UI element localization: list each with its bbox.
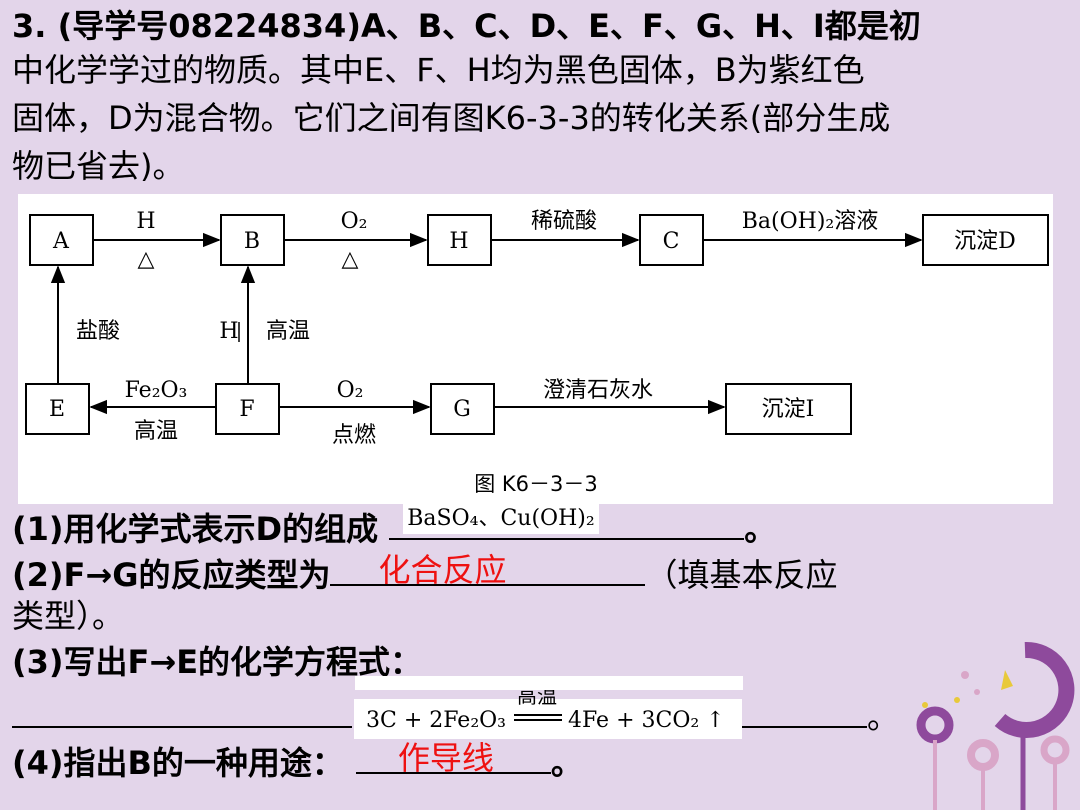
label-f-g-bottom: 点燃 [332, 423, 376, 448]
diagram-svg: A B H C 沉淀D E F G 沉淀I H △ O₂ △ 稀硫酸 Ba(OH… [25, 209, 1049, 496]
q3-equation-bg-top [355, 676, 743, 690]
q1-line: (1)用化学式表示D的组成 BaSO₄、Cu(OH)₂ 。 [12, 502, 776, 551]
node-e: E [49, 397, 65, 422]
node-g: G [453, 397, 471, 422]
q1-answer-blank: BaSO₄、Cu(OH)₂ [389, 502, 745, 540]
node-h: H [449, 229, 468, 254]
q3-blank-right [742, 690, 867, 728]
q4-answer-blank: 作导线 [355, 736, 551, 777]
q1-answer: BaSO₄、Cu(OH)₂ [403, 504, 599, 534]
label-f-b-left: H [219, 319, 238, 344]
label-f-e-bottom: 高温 [134, 419, 178, 444]
q3-eq-right: 4Fe + 3CO₂ ↑ [568, 708, 725, 733]
question-line-4: 物已省去)。 [12, 147, 185, 185]
q2-prefix: (2)F→G的反应类型为 [12, 556, 331, 594]
label-e-a-side: 盐酸 [76, 319, 120, 344]
label-b-h-top: O₂ [341, 209, 368, 234]
q3-eq-bar-2 [514, 719, 562, 721]
q2-line-2: 类型）。 [12, 597, 125, 635]
conversion-diagram: A B H C 沉淀D E F G 沉淀I H △ O₂ △ 稀硫酸 Ba(OH… [18, 194, 1053, 504]
node-i-box [725, 383, 852, 435]
label-f-e-top: Fe₂O₃ [125, 378, 188, 403]
label-f-g-top: O₂ [337, 378, 364, 403]
q3-equation: 3C + 2Fe₂O₃ 高温 4Fe + 3CO₂ ↑ [354, 685, 742, 739]
node-c: C [663, 229, 680, 254]
q3-suffix: 。 [867, 698, 900, 736]
label-a-b-bottom: △ [138, 247, 155, 272]
label-b-h-bottom: △ [342, 247, 359, 272]
q3-eq-condition: 高温 [517, 684, 557, 708]
q1-prefix: (1)用化学式表示D的组成 [12, 510, 390, 548]
q3-blank-left [12, 690, 352, 728]
q4-suffix: 。 [550, 744, 583, 782]
q4-prefix: (4)指出B的一种用途： [12, 744, 344, 782]
q2-answer: 化合反应 [378, 551, 507, 589]
q4-line: (4)指出B的一种用途： 作导线 。 [12, 736, 583, 785]
node-a: A [52, 229, 70, 254]
q1-suffix: 。 [744, 510, 777, 548]
node-g-box [430, 383, 495, 435]
question-line-3: 固体，D为混合物。它们之间有图K6-3-3的转化关系(部分生成 [12, 99, 891, 137]
node-i: 沉淀I [762, 397, 815, 422]
q3-eq-bar-1 [514, 714, 562, 716]
question-line-1: 3. (导学号08224834)A、B、C、D、E、F、G、H、I都是初 [12, 7, 921, 45]
label-f-b-right: 高温 [266, 319, 310, 344]
q2-suffix: （填基本反应 [645, 556, 838, 594]
label-h-c-top: 稀硫酸 [531, 209, 597, 234]
q2-line: (2)F→G的反应类型为 化合反应 （填基本反应 [12, 548, 837, 597]
q3-answer-line: 3C + 2Fe₂O₃ 高温 4Fe + 3CO₂ ↑ 。 [12, 685, 900, 739]
decorative-flower-icon [916, 641, 1075, 810]
diagram-caption: 图 K6－3－3 [474, 472, 598, 496]
node-d-box [922, 214, 1049, 266]
label-c-d-top: Ba(OH)₂溶液 [742, 209, 879, 234]
label-g-i-top: 澄清石灰水 [543, 378, 653, 403]
question-line-2: 中化学学过的物质。其中E、F、H均为黑色固体，B为紫红色 [12, 51, 865, 89]
node-f: F [239, 397, 254, 422]
label-a-b-top: H [136, 209, 155, 234]
node-b: B [244, 229, 260, 254]
node-d: 沉淀D [954, 229, 1016, 254]
q2-answer-blank: 化合反应 [330, 548, 646, 589]
q3-line: (3)写出F→E的化学方程式： [12, 643, 423, 681]
q4-answer: 作导线 [397, 739, 494, 777]
q3-eq-left: 3C + 2Fe₂O₃ [366, 708, 507, 733]
